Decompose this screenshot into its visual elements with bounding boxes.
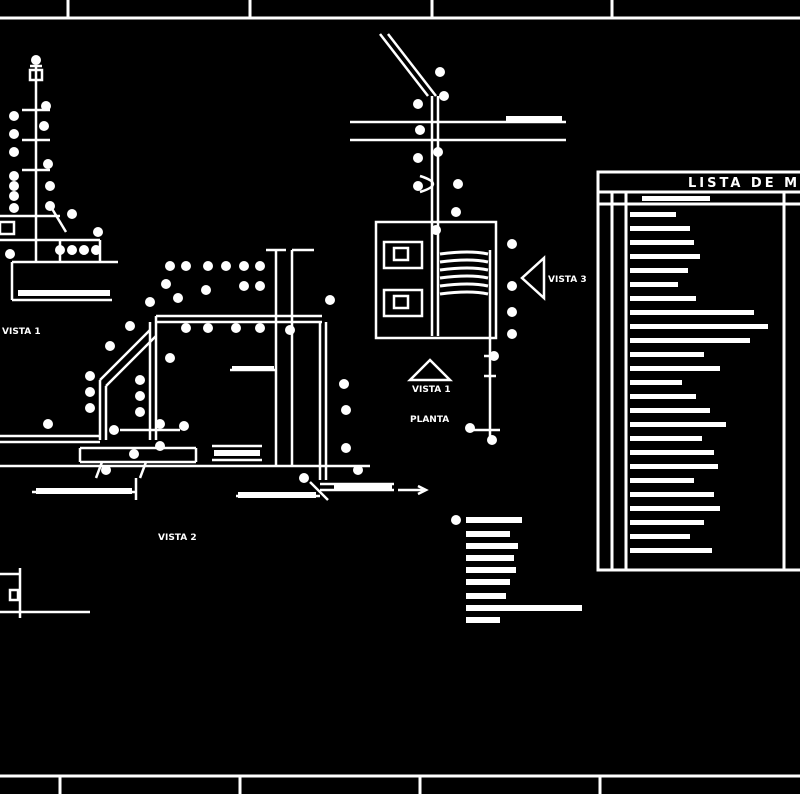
vista-2-dim-text — [232, 366, 274, 371]
vista-2-note-right — [238, 492, 316, 498]
planta-drawing — [350, 33, 566, 440]
vista-3-marker-label: VISTA 3 — [548, 275, 587, 285]
vista-2-base-text — [214, 450, 260, 456]
materials-table-rows — [630, 196, 768, 553]
vista-2-drawing — [0, 248, 429, 501]
planta-balloons — [413, 67, 517, 445]
vista-2-outlet-text — [334, 484, 392, 491]
planta-pipe-text — [506, 116, 562, 121]
vista-2-note-left — [36, 488, 132, 494]
materials-table — [596, 170, 800, 572]
vista-2-label: VISTA 2 — [158, 533, 197, 543]
vista-1-marker-label: VISTA 1 — [412, 385, 451, 395]
vista-1-left-note — [18, 290, 110, 296]
vista-1-left-label: VISTA 1 — [2, 327, 41, 337]
vista-2-balloons — [43, 261, 363, 483]
materials-list-heading: LISTA DE MATERIAIS — [688, 176, 800, 191]
notes-block — [451, 515, 582, 623]
vista-1-left-balloons — [5, 55, 103, 259]
detail-small — [0, 568, 90, 618]
planta-label: PLANTA — [410, 415, 449, 425]
planta-coils — [439, 250, 489, 296]
